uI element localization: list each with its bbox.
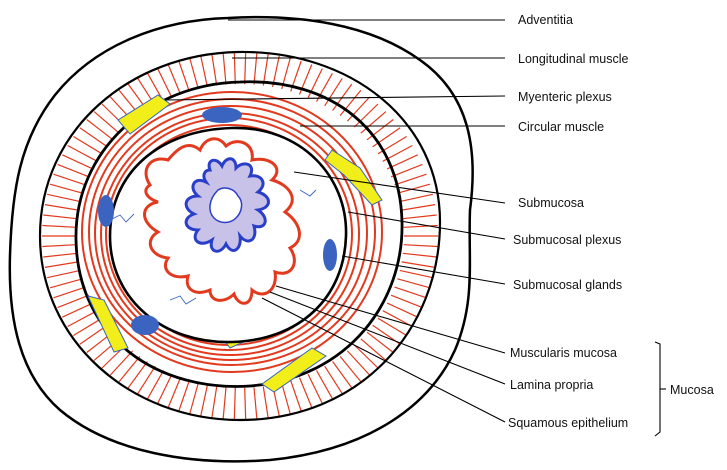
longitudinal-fiber — [282, 383, 291, 414]
longitudinal-fiber — [367, 120, 393, 140]
longitudinal-fiber — [263, 387, 268, 419]
plexus-node — [88, 296, 128, 352]
longitudinal-fiber — [47, 270, 80, 277]
longitudinal-fiber — [300, 378, 312, 408]
longitudinal-fiber — [54, 174, 86, 185]
longitudinal-fiber — [223, 387, 226, 419]
longitudinal-fiber — [50, 279, 83, 288]
longitudinal-fiber — [400, 270, 433, 277]
submucosal-gland — [323, 239, 337, 271]
longitudinal-fiber — [58, 295, 89, 307]
longitudinal-fiber — [50, 184, 83, 193]
longitudinal-fiber — [361, 339, 386, 361]
longitudinal-fiber — [263, 54, 268, 86]
longitudinal-fiber — [254, 387, 257, 419]
longitudinal-fiber — [212, 54, 217, 86]
longitudinal-fiber — [402, 205, 436, 211]
lumen-core — [210, 188, 242, 223]
label-squamous-epithelium: Squamous epithelium — [508, 416, 628, 430]
label-submucosal-plexus: Submucosal plexus — [513, 233, 621, 247]
longitudinal-fiber — [42, 226, 76, 228]
longitudinal-fiber — [43, 215, 77, 219]
longitudinal-fiber — [212, 387, 217, 419]
longitudinal-fiber — [168, 65, 180, 95]
longitudinal-fiber — [347, 351, 369, 375]
longitudinal-fiber — [391, 295, 422, 307]
submucosal-gland — [202, 107, 242, 123]
longitudinal-fiber — [190, 58, 199, 89]
longitudinal-fiber — [340, 356, 361, 381]
label-submucosa: Submucosa — [518, 196, 584, 210]
longitudinal-fiber — [397, 279, 430, 288]
label-mucosa: Mucosa — [670, 383, 714, 397]
longitudinal-fiber — [404, 245, 438, 247]
longitudinal-fiber — [158, 69, 172, 98]
longitudinal-fiber — [245, 52, 246, 84]
label-longitudinal-muscle: Longitudinal muscle — [518, 52, 629, 66]
longitudinal-fiber — [168, 378, 180, 408]
label-myenteric-plexus: Myenteric plexus — [518, 90, 612, 104]
mucosa-bracket — [655, 342, 660, 436]
longitudinal-fiber — [42, 245, 76, 247]
longitudinal-fiber — [395, 287, 427, 298]
longitudinal-fiber — [223, 53, 226, 85]
submucosal-gland — [98, 195, 114, 227]
longitudinal-fiber — [179, 61, 190, 91]
longitudinal-fiber — [119, 356, 140, 381]
longitudinal-fiber — [400, 194, 433, 201]
longitudinal-fiber — [45, 262, 79, 268]
longitudinal-fiber — [347, 97, 369, 121]
longitudinal-fiber — [87, 120, 113, 140]
longitudinal-fiber — [234, 52, 235, 84]
submucosal-gland — [131, 315, 159, 335]
longitudinal-fiber — [201, 385, 208, 416]
label-submucosal-glands: Submucosal glands — [513, 278, 622, 292]
longitudinal-fiber — [158, 374, 172, 403]
longitudinal-fiber — [308, 374, 322, 403]
longitudinal-fiber — [397, 184, 430, 193]
longitudinal-fiber — [45, 205, 79, 211]
longitudinal-fiber — [373, 128, 401, 147]
longitudinal-fiber — [110, 351, 132, 375]
longitudinal-fiber — [354, 104, 378, 127]
label-circular-muscle: Circular muscle — [518, 120, 604, 134]
longitudinal-fiber — [291, 381, 302, 411]
longitudinal-fiber — [403, 253, 437, 257]
longitudinal-fiber — [234, 388, 235, 420]
longitudinal-fiber — [403, 215, 437, 219]
label-lamina-propria: Lamina propria — [510, 378, 593, 392]
longitudinal-fiber — [94, 112, 119, 134]
label-adventitia: Adventitia — [518, 13, 573, 27]
longitudinal-fiber — [201, 56, 208, 87]
longitudinal-fiber — [47, 194, 80, 201]
longitudinal-fiber — [58, 164, 89, 176]
label-muscularis-mucosa: Muscularis mucosa — [510, 346, 617, 360]
longitudinal-fiber — [179, 381, 190, 411]
longitudinal-fiber — [190, 383, 199, 414]
longitudinal-fiber — [80, 128, 108, 147]
longitudinal-fiber — [43, 253, 77, 257]
longitudinal-fiber — [245, 388, 246, 420]
longitudinal-fiber — [54, 287, 86, 298]
longitudinal-fiber — [391, 164, 422, 176]
longitudinal-fiber — [361, 112, 386, 134]
longitudinal-fiber — [395, 174, 427, 185]
longitudinal-fiber — [354, 345, 378, 368]
